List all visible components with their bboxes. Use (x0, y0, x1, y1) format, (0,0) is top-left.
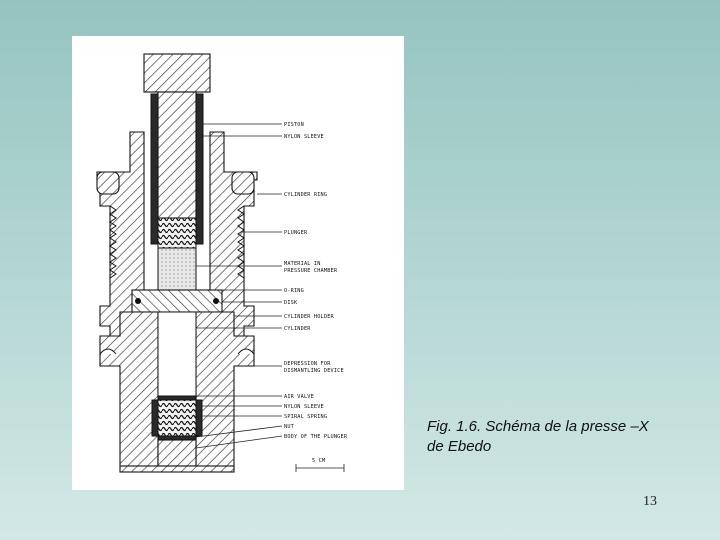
label-air-valve: AIR VALVE (284, 394, 314, 400)
o-ring-right (213, 298, 219, 304)
label-spiral-spring: SPIRAL SPRING (284, 414, 327, 420)
label-nylon-sleeve-top: NYLON SLEEVE (284, 134, 324, 140)
cylinder-holder-right (195, 311, 255, 467)
label-depression-line2: DISMANTLING DEVICE (284, 368, 344, 374)
ring-boss-right (231, 171, 255, 195)
label-material-line1: MATERIAL IN (284, 261, 321, 267)
thread-left (109, 205, 117, 279)
label-disk: DISK (284, 300, 298, 306)
callout-labels: PISTON NYLON SLEEVE CYLINDER RING PLUNGE… (195, 122, 348, 449)
disk (131, 289, 223, 313)
cylinder-holder-left (99, 311, 159, 467)
plunger-body (157, 439, 197, 467)
nylon-sleeve-top-right (195, 93, 204, 245)
nylon-sleeve-top-left (150, 93, 159, 245)
piston-shaft (157, 91, 197, 219)
page-number: 13 (643, 494, 657, 509)
label-cylinder-holder: CYLINDER HOLDER (284, 314, 335, 320)
press-schematic-drawing: PISTON NYLON SLEEVE CYLINDER RING PLUNGE… (96, 53, 348, 473)
label-scale: 5 CM (312, 458, 325, 464)
caption-line-1: Fig. 1.6. Schéma de la presse –X (427, 418, 649, 435)
label-cylinder: CYLINDER (284, 326, 311, 332)
depression-left (99, 348, 117, 355)
plunger-top (157, 217, 197, 249)
label-o-ring: O-RING (284, 288, 304, 294)
label-material-line2: PRESSURE CHAMBER (284, 268, 338, 274)
ring-boss-left (96, 171, 120, 195)
press-schematic-figure: PISTON NYLON SLEEVE CYLINDER RING PLUNGE… (72, 36, 404, 490)
nylon-sleeve-bottom-left (151, 399, 159, 437)
label-nut: NUT (284, 424, 294, 430)
label-piston: PISTON (284, 122, 304, 128)
figure-caption: Fig. 1.6. Schéma de la presse –X de Ebed… (427, 417, 697, 457)
nylon-sleeve-bottom-right (195, 399, 203, 437)
pressure-chamber (157, 247, 197, 291)
label-plunger: PLUNGER (284, 230, 308, 236)
spiral-spring (157, 399, 197, 437)
depression-right (237, 348, 255, 355)
label-nylon-sleeve-bottom: NYLON SLEEVE (284, 404, 324, 410)
base-block (119, 465, 235, 473)
caption-line-2: de Ebedo (427, 438, 492, 455)
lower-chamber (157, 311, 197, 397)
label-cylinder-ring: CYLINDER RING (284, 192, 327, 198)
label-body-of-plunger: BODY OF THE PLUNGER (284, 434, 348, 440)
piston-head (143, 53, 211, 93)
nut (157, 435, 197, 441)
scale-bar: 5 CM (295, 458, 345, 472)
air-valve (157, 395, 197, 401)
o-ring-left (135, 298, 141, 304)
label-depression-line1: DEPRESSION FOR (284, 361, 331, 367)
